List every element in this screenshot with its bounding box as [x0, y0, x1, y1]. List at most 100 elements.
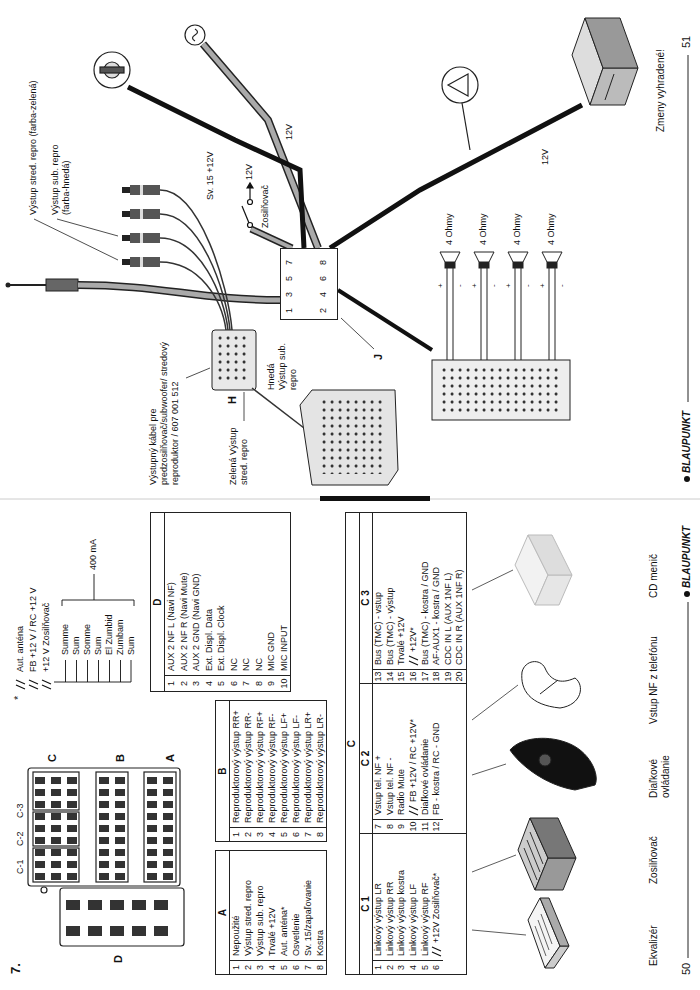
pin-number: 6: [290, 827, 302, 841]
text-label: -: [523, 284, 533, 287]
table-heading: B: [216, 701, 230, 841]
pin-number: 2: [178, 675, 191, 691]
pin-number: 13: [373, 669, 385, 683]
pin-function: Reproduktorový výstup LR-: [314, 714, 326, 823]
pin-function: Reproduktorový výstup LF-: [290, 715, 302, 823]
text-label: C: [46, 754, 59, 762]
pin-function: AUX 2 GND (Navi GND): [190, 573, 203, 671]
pin-function: CDC IN L (AUX 1NF L): [443, 573, 455, 665]
table-heading: C 2: [360, 684, 373, 833]
pin-function: Linkový výstup RR: [385, 881, 397, 956]
pin-number: 5: [278, 960, 290, 974]
antenna: [6, 279, 79, 291]
pin-number: 6: [290, 960, 302, 974]
pin-function: CDC IN R (AUX 1NF R): [454, 569, 466, 665]
pin-function: Reproduktorový výstup LR+: [302, 712, 314, 823]
text-label: 51: [680, 36, 693, 48]
pin-number: 16: [408, 669, 420, 683]
pin-number: 7: [302, 960, 314, 974]
leader-lines: [472, 570, 526, 935]
pin-number: 2: [318, 308, 329, 313]
pin-number: 3: [190, 675, 203, 691]
pin-number: 1: [230, 960, 242, 974]
table-heading: C 3: [360, 513, 373, 683]
text-label: C-3: [15, 803, 26, 818]
pin-table: C 313Bus (TMC) - vstup14Bus (TMC) - výst…: [359, 513, 466, 684]
pin-function: Aut. anténa*: [278, 906, 290, 956]
speakers: [440, 252, 562, 360]
text-label: 7.: [8, 963, 24, 974]
pin-function: Reproduktorový výstup RR+: [230, 710, 242, 823]
pin-number: 7: [240, 675, 253, 691]
pin-number: 9: [265, 675, 278, 691]
pin-number: 6: [228, 675, 241, 691]
text-label: Summe: [60, 624, 71, 655]
fuse: [185, 25, 205, 45]
pin-function: Diaľkové ovládanie: [420, 739, 432, 815]
pin-function: Vstup tel. NF +: [373, 755, 385, 815]
pin-number: 2: [385, 960, 397, 974]
pin-number: 5: [278, 827, 290, 841]
pin-number: 6: [318, 276, 329, 281]
text-label: Zosilňovač: [260, 185, 271, 228]
text-label: Výstup stred. repro (farba-zelená): [28, 80, 39, 215]
pin-function: Trvalé +12V: [266, 908, 278, 956]
pin-function: Ext. Displ. Clock: [215, 605, 228, 671]
text-label: CD menič: [648, 554, 660, 598]
black-wires: [128, 87, 582, 350]
pin-function: Výstup stred. repro: [242, 880, 254, 956]
pin-function: Sv. 15/zapaľovanie: [302, 880, 314, 956]
pin-function: Reproduktorový výstup RF+: [254, 711, 266, 823]
pin-number: 15: [396, 669, 408, 683]
pin-function: Linkový výstup LF: [408, 884, 420, 956]
pin-number: 12: [431, 819, 443, 833]
pin-number: 10: [278, 675, 291, 691]
ignition-lock: [94, 52, 130, 88]
text-label: 400 mA: [88, 539, 99, 570]
text-label: +: [436, 283, 446, 288]
pin-function: +12V*: [408, 627, 420, 652]
pin-number: 4: [318, 292, 329, 297]
pin-function: FB - kostra / RC - GND: [431, 722, 443, 815]
pin-function: AF-AUX1 - kostra / GND: [431, 567, 443, 665]
pin-number: 7: [284, 260, 295, 265]
pin-function: Výstup sub. repro: [254, 885, 266, 956]
pin-number: 7: [302, 827, 314, 841]
pin-function: Kostra: [314, 930, 326, 956]
pin-number: 6: [431, 960, 443, 974]
table-heading: A: [216, 851, 230, 974]
pin-function: Bus (TMC) - vstup: [373, 592, 385, 665]
text-label: -: [455, 284, 465, 287]
accessory-icons: [510, 535, 596, 968]
pin-function: Ext. Displ. Data: [203, 609, 216, 671]
text-label: *: [12, 696, 25, 700]
pin-number: 3: [284, 292, 295, 297]
pin-function: Reproduktorový výstup LF+: [278, 713, 290, 823]
pin-table: A1Nepoužité2Výstup stred. repro3Výstup s…: [215, 850, 327, 975]
iso-connector: [28, 768, 184, 946]
pin-function: NC: [253, 658, 266, 671]
radio-rear: [300, 390, 398, 485]
text-label: +12 V Zosilňovač: [41, 603, 52, 672]
pin-function: Radio Mute: [396, 769, 408, 815]
text-label: D: [112, 955, 125, 963]
pin-number: 11: [420, 819, 432, 833]
pin-number: 14: [385, 669, 397, 683]
cinch-plugs: [122, 185, 160, 267]
pin-number: 5: [284, 276, 295, 281]
pin-function: Vstup tel. NF -: [385, 757, 397, 815]
text-label: 4 Ohmy: [444, 213, 455, 245]
text-label: 12V: [244, 164, 255, 180]
text-label: C-2: [15, 831, 26, 846]
pin-function: Nepoužité: [230, 915, 242, 956]
text-label: FB +12 V / RC +12 V: [28, 587, 39, 672]
text-label: Diaľkové ovládanie: [648, 740, 672, 798]
text-label: Sum: [71, 636, 82, 655]
pin-function: AUX 2 NF L (Navi NF): [165, 582, 178, 671]
text-label: Somme: [82, 624, 93, 655]
text-label: Ekvalizér: [648, 925, 660, 966]
text-label: 4 Ohmy: [512, 213, 523, 245]
pin-function: Trvalé +12V: [396, 617, 408, 665]
pin-number: 5: [215, 675, 228, 691]
